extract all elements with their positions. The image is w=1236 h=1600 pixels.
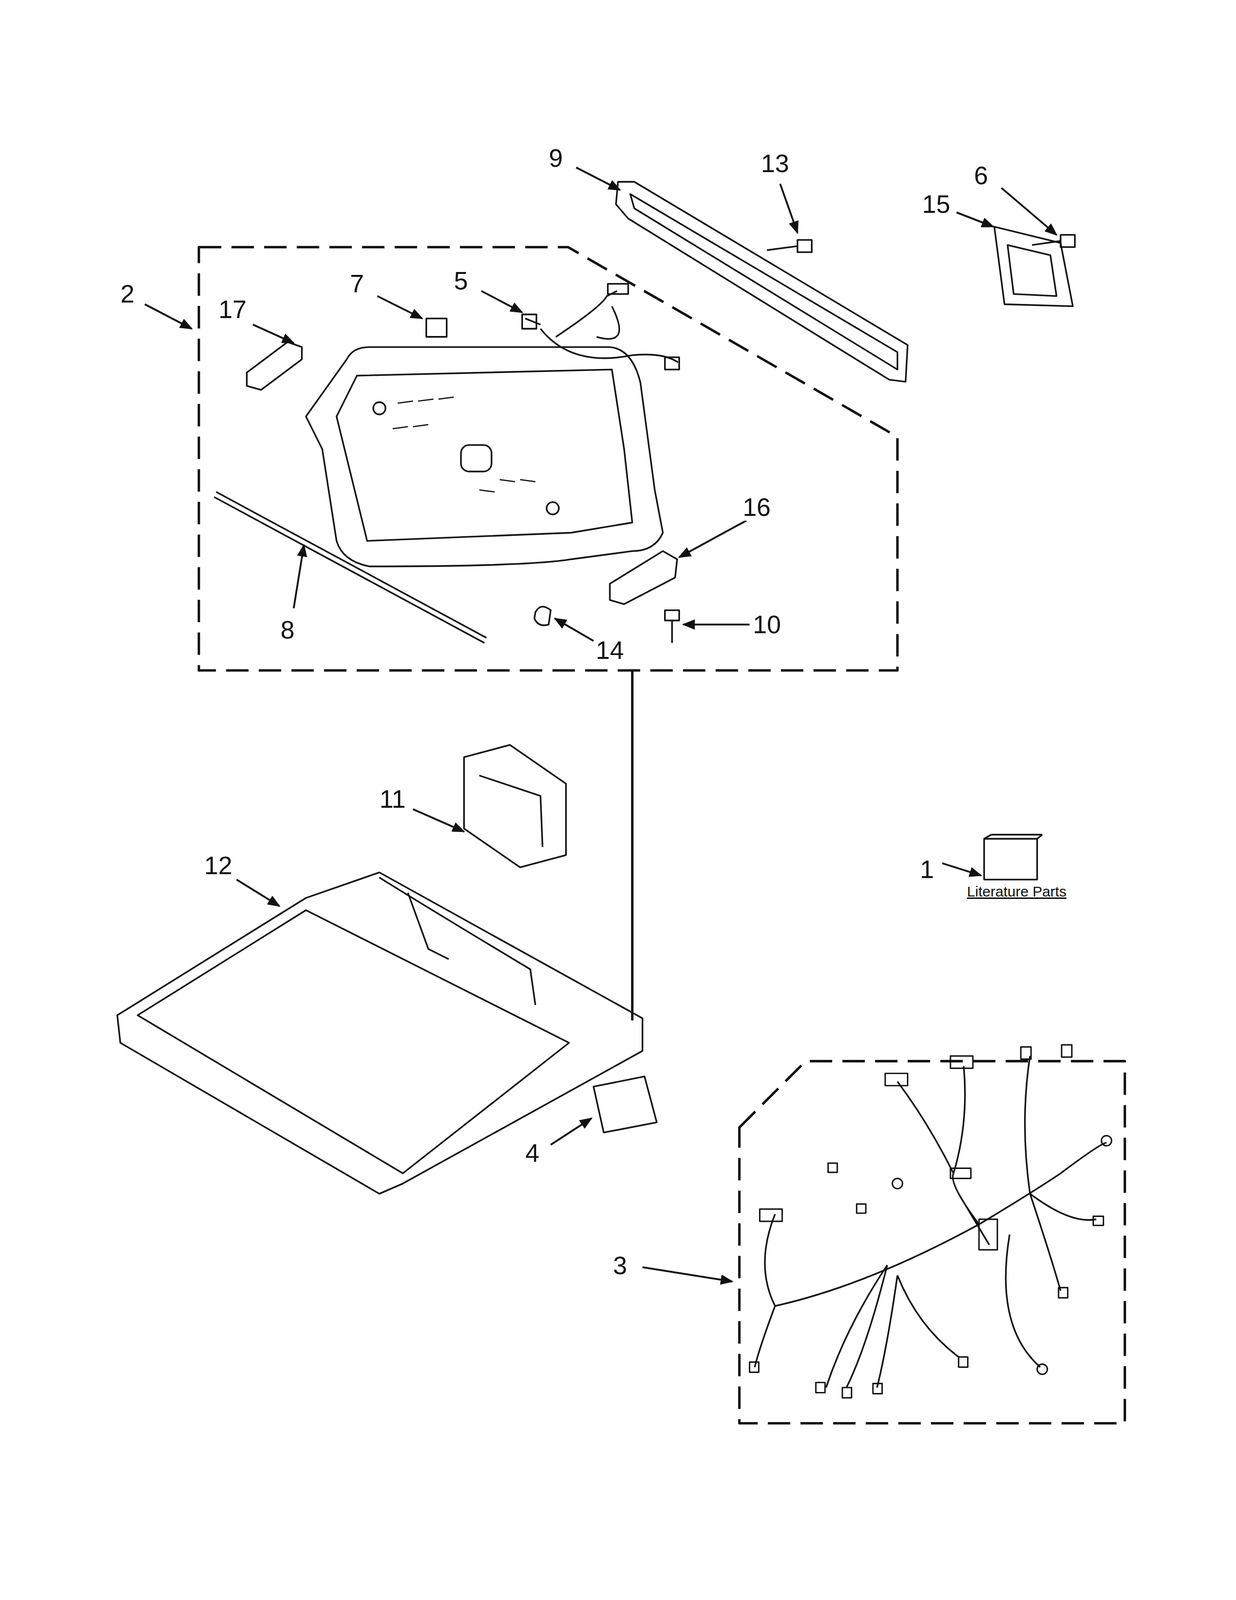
wire-harness <box>525 290 679 363</box>
callout-number: 6 <box>972 161 991 190</box>
console-trim <box>616 181 908 382</box>
callout-number: 17 <box>216 295 249 323</box>
literature-book <box>983 838 1037 880</box>
callout-number: 1 <box>918 855 936 883</box>
callout-number: 12 <box>202 851 235 879</box>
harness-boundary <box>739 1061 1125 1424</box>
end-cap <box>246 341 302 390</box>
callout-number: 10 <box>750 610 783 638</box>
strip <box>214 491 487 643</box>
label-sticker <box>593 1076 657 1133</box>
control-board <box>463 744 566 867</box>
callout-number: 15 <box>920 190 953 218</box>
clip <box>426 318 447 337</box>
callout-number: 11 <box>377 785 408 813</box>
top-panel <box>117 871 643 1194</box>
callout-number: 3 <box>611 1251 630 1279</box>
assembly-boundary <box>198 247 898 671</box>
callout-number: 9 <box>546 144 565 172</box>
callout-number: 2 <box>118 280 137 308</box>
callout-number: 4 <box>523 1139 542 1167</box>
control-console <box>305 347 663 567</box>
callout-number: 14 <box>593 636 626 664</box>
callout-number: 13 <box>759 149 792 177</box>
screw <box>665 234 1076 643</box>
section-label: Literature Parts <box>965 883 1069 900</box>
wire-clip <box>534 606 551 626</box>
bracket <box>994 226 1073 307</box>
hinge-bracket <box>609 551 678 604</box>
leader-arrow <box>144 167 1057 1282</box>
callout-number: 8 <box>278 616 297 644</box>
assembly-leader <box>631 670 634 1021</box>
callout-number: 7 <box>348 269 366 298</box>
callout-number: 16 <box>740 493 773 521</box>
callout-number: 5 <box>452 267 471 295</box>
wire-harness <box>754 1055 1107 1388</box>
